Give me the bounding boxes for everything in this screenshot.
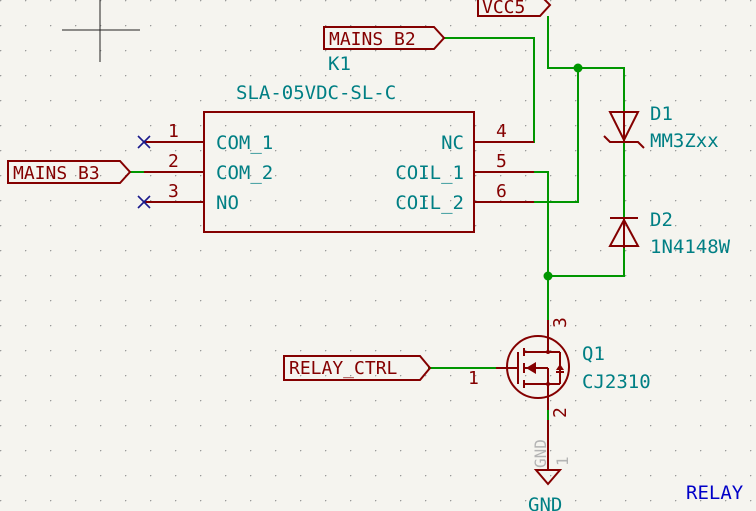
- mosfet-q1[interactable]: 1 3 2: [468, 317, 571, 418]
- pin-number: 2: [168, 151, 179, 172]
- q1-pin-number: 2: [550, 407, 571, 418]
- label-text: VCC5: [482, 0, 525, 18]
- gnd-label: GND: [528, 494, 562, 511]
- label-relay-ctrl[interactable]: RELAY_CTRL: [283, 355, 432, 381]
- q1-pin-number: 3: [550, 317, 571, 328]
- pin-name: COM_2: [216, 162, 273, 184]
- pin-number: 4: [496, 121, 507, 142]
- pin-name: NO: [216, 192, 239, 214]
- pin-name: COM_1: [216, 132, 273, 154]
- label-text: RELAY_CTRL: [289, 358, 398, 379]
- pin-name: NC: [441, 132, 464, 154]
- d2-reference: D2: [650, 209, 673, 231]
- label-mains-b2[interactable]: MAINS_B2: [323, 26, 446, 50]
- label-vcc5[interactable]: VCC5: [477, 0, 552, 18]
- diode-d2[interactable]: [608, 217, 640, 248]
- q1-pin-number: 1: [468, 368, 479, 389]
- no-connect-icon: [137, 195, 151, 209]
- pin-number: 1: [168, 121, 179, 142]
- junction-dot: [543, 271, 553, 281]
- wire-vcc5[interactable]: [547, 16, 625, 112]
- q1-value: CJ2310: [582, 371, 651, 393]
- label-text: MAINS_B3: [13, 163, 100, 184]
- pin-number: 3: [168, 181, 179, 202]
- gnd-pin-name: GND: [531, 439, 550, 468]
- wire-d2-anode[interactable]: [548, 248, 625, 277]
- relay-value: SLA-05VDC-SL-C: [236, 82, 396, 104]
- pin-name: COIL_2: [395, 192, 464, 214]
- cursor-crosshair-icon: [62, 0, 140, 62]
- junction-dot: [573, 63, 583, 73]
- sheet-text-relay: RELAY: [686, 482, 744, 504]
- label-mains-b3[interactable]: MAINS_B3: [7, 160, 132, 184]
- pin-number: 6: [496, 181, 507, 202]
- pin-name: COIL_1: [395, 162, 464, 184]
- label-text: MAINS_B2: [329, 29, 416, 50]
- d1-reference: D1: [650, 103, 673, 125]
- q1-reference: Q1: [582, 343, 605, 365]
- relay-reference: K1: [328, 53, 351, 75]
- no-connect-icon: [137, 135, 151, 149]
- d2-value: 1N4148W: [650, 236, 731, 258]
- relay-k1[interactable]: K1 SLA-05VDC-SL-C 1 2 3 4 5 6 COM_1 COM_…: [144, 53, 534, 233]
- diode-d1[interactable]: [603, 111, 645, 149]
- ground-symbol-icon[interactable]: GND 1: [531, 420, 572, 486]
- gnd-pin-number: 1: [553, 456, 572, 466]
- d1-value: MM3Zxx: [650, 130, 719, 152]
- pin-number: 5: [496, 151, 507, 172]
